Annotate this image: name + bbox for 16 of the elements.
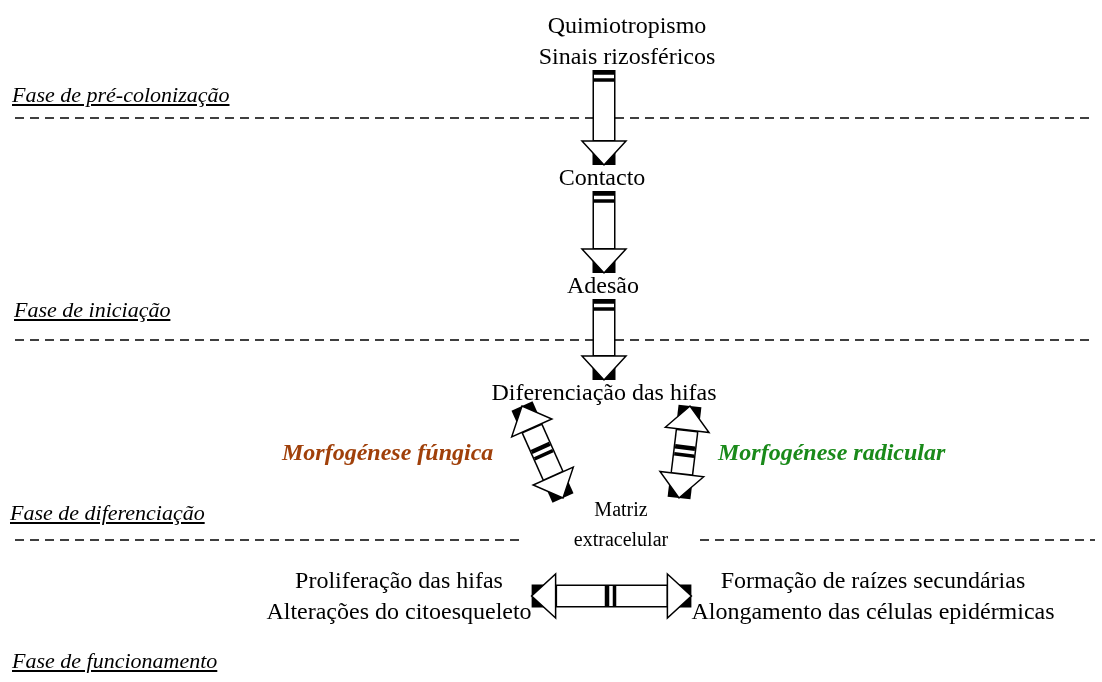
stage-text: Alterações do citoesqueleto — [266, 597, 532, 626]
stage-text: Formação de raízes secundárias — [719, 566, 1027, 595]
phase-heading: Fase de diferenciação — [10, 500, 205, 526]
phase-heading: Fase de iniciação — [14, 297, 171, 323]
stage-text: Proliferação das hifas — [294, 566, 504, 595]
stage-text: Diferenciação das hifas — [491, 377, 717, 408]
edge-label: Morfogénese radicular — [718, 438, 946, 466]
edge-label: Morfogénese fúngica — [282, 438, 494, 466]
stage-text: Sinais rizosféricos — [538, 42, 716, 71]
stage-text: Adesão — [567, 270, 639, 301]
stage-text: Contacto — [558, 162, 646, 193]
phase-heading: Fase de pré-colonização — [12, 82, 230, 108]
stage-text: Matriz extracelular — [503, 494, 739, 554]
stage-text: Quimiotropismo — [546, 11, 708, 40]
phase-heading: Fase de funcionamento — [12, 648, 218, 674]
stage-text: Alongamento das células epidérmicas — [691, 597, 1055, 626]
